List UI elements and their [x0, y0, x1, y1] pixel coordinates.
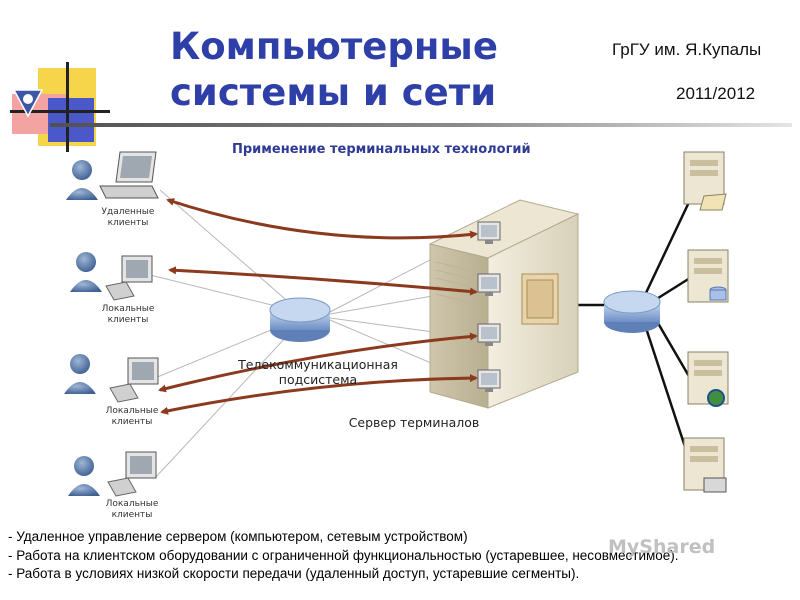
academic-year: 2011/2012: [676, 84, 756, 103]
client-label-line2: клиенты: [111, 510, 153, 520]
telecom-label-line1: Телекоммуникационная: [238, 357, 398, 372]
desktop-icon: [107, 451, 157, 497]
client-label-line1: Локальные: [105, 406, 159, 416]
file-server-icon: [683, 151, 727, 211]
university-name: ГрГУ им. Я.Купалы: [612, 40, 762, 59]
telecom-label-line2: подсистема: [278, 372, 358, 387]
client-label-line2: клиенты: [107, 315, 149, 325]
bullet-list: - Удаленное управление сервером (компьют…: [8, 528, 679, 584]
telecom-label: Телекоммуникационная подсистема: [228, 357, 408, 387]
bullet-item: - Удаленное управление сервером (компьют…: [8, 529, 468, 544]
client-label-remote: Удаленные клиенты: [88, 207, 168, 229]
laptop-icon: [99, 151, 159, 199]
server-links: [575, 199, 692, 463]
user-icon: [68, 456, 100, 496]
bullet-item: - Работа в условиях низкой скорости пере…: [8, 566, 580, 581]
client-label-line2: клиенты: [111, 417, 153, 427]
user-icon: [66, 160, 98, 200]
bullet-item: - Работа на клиентском оборудовании с ог…: [8, 547, 679, 563]
client-label-local-3: Локальные клиенты: [92, 499, 172, 521]
client-label-line1: Удаленные: [101, 207, 155, 217]
database-server-icon: [687, 249, 729, 303]
user-icon: [64, 354, 96, 394]
print-server-icon: [683, 437, 727, 493]
header-divider: [50, 123, 792, 127]
session-arrows: [158, 198, 478, 415]
client-label-line1: Локальные: [101, 304, 155, 314]
user-icon: [70, 252, 102, 292]
title-line-1: Компьютерные: [170, 25, 498, 68]
telecom-hub-icon: [269, 297, 331, 342]
server-session-monitors: [477, 221, 501, 392]
page-title: Компьютерные системы и сети: [170, 24, 530, 116]
server-label: Сервер терминалов: [348, 415, 480, 430]
client-label-line1: Локальные: [105, 499, 159, 509]
client-label-local-2: Локальные клиенты: [92, 406, 172, 428]
server-hub-icon: [603, 290, 661, 333]
web-server-icon: [687, 351, 729, 407]
watermark: MyShared: [608, 536, 716, 558]
desktop-icon: [109, 357, 159, 403]
title-line-2: системы и сети: [170, 71, 497, 114]
university-logo: [10, 62, 110, 152]
client-label-line2: клиенты: [107, 218, 149, 228]
terminal-server: [428, 199, 580, 409]
client-label-local-1: Локальные клиенты: [88, 304, 168, 326]
desktop-icon: [105, 255, 153, 301]
diagram-subtitle: Применение терминальных технологий: [232, 142, 531, 157]
